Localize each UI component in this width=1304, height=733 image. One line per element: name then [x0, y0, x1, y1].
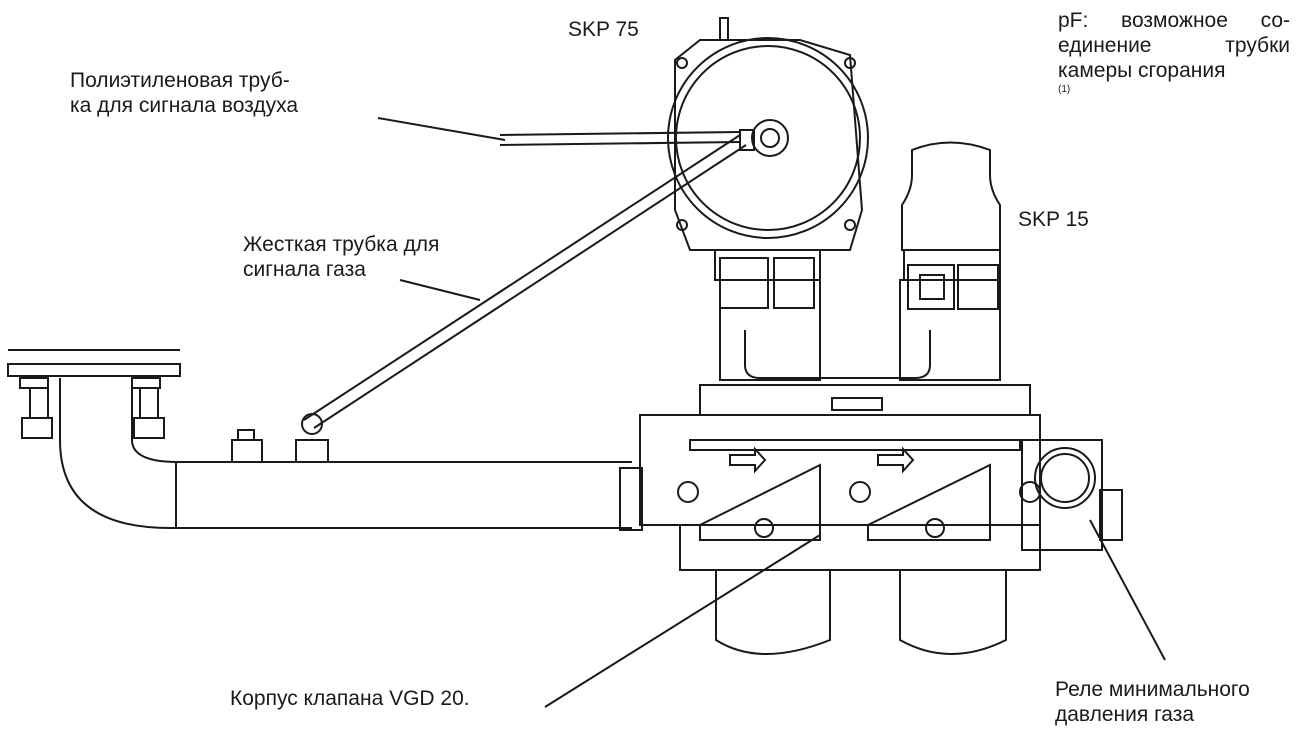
note-text: pF: возможное со-единение трубки камеры … [1058, 9, 1290, 82]
pressure-switch [1021, 439, 1123, 551]
connecting-cable [744, 330, 931, 379]
air-tube-label: Полиэтиленовая труб- ка для сигнала возд… [70, 69, 299, 117]
skp15-actuator [899, 141, 1001, 381]
combustion-chamber-note: pF: возможное со-единение трубки камеры … [1058, 8, 1290, 97]
valve-body [639, 384, 1041, 655]
gas-tube-label: Жесткая трубка для сигнала газа [243, 233, 440, 281]
flange-elbow [7, 349, 181, 529]
gas-pipe [170, 429, 643, 531]
leader-lines [377, 117, 1166, 708]
skp75-actuator [499, 17, 869, 381]
note-footnote: (1) [1058, 84, 1071, 95]
valve-body-label: Корпус клапана VGD 20. [230, 687, 470, 710]
pressure-switch-label: Реле минимального давления газа [1055, 678, 1250, 726]
skp15-label: SKP 15 [1018, 208, 1089, 231]
gas-signal-tube [301, 134, 747, 435]
skp75-label: SKP 75 [568, 18, 639, 41]
